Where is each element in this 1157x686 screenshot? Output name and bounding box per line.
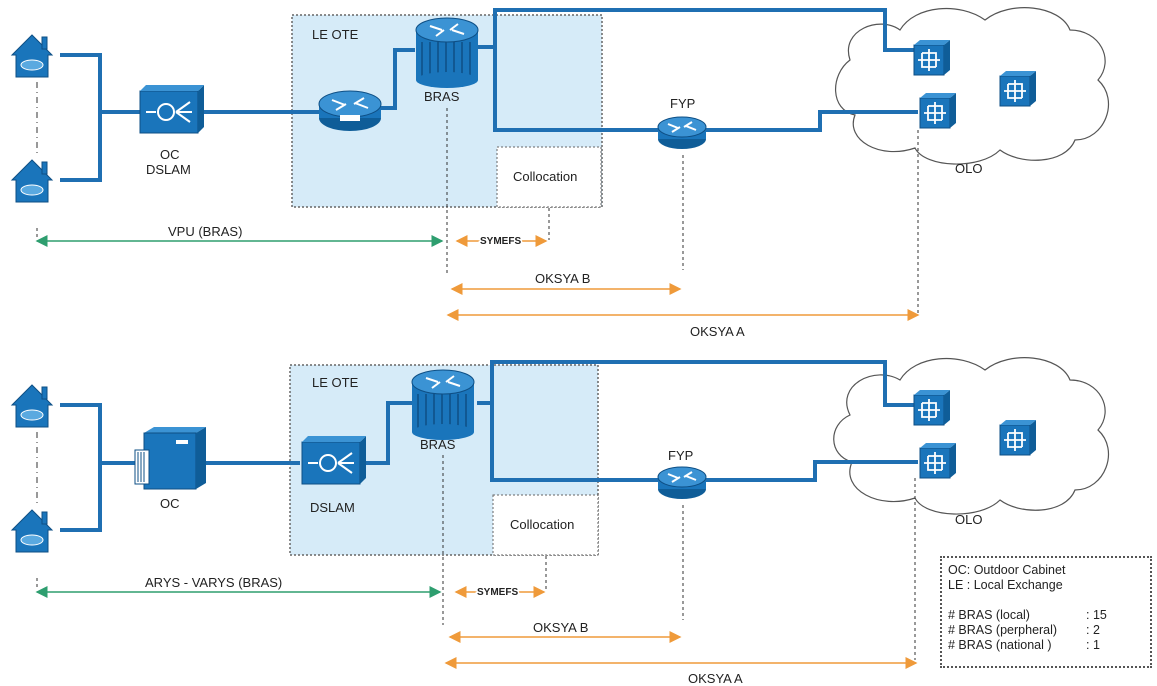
router-icon [318,90,382,131]
legend-key: # BRAS (national ) [948,638,1052,652]
fyp-label-top: FYP [670,96,695,111]
legend-value: : 15 [1086,608,1107,622]
router-icon [657,466,707,500]
fyp-label-bottom: FYP [668,448,693,463]
symefs-label-bottom: SYMEFS [477,587,518,598]
house-icon [11,509,53,553]
cabinet-icon [134,427,206,490]
house-icon [11,34,53,78]
legend-value: : 1 [1086,638,1100,652]
oksya-a-label-bottom: OKSYA A [688,671,743,686]
legend: OC: Outdoor Cabinet LE : Local Exchange … [940,556,1152,668]
le-ote-label-top: LE OTE [312,27,359,42]
legend-row: # BRAS (national ) : 1 [948,638,1144,653]
symefs-label-top: SYMEFS [480,236,521,247]
dslam-icon [139,84,205,134]
legend-row: # BRAS (perpheral) : 2 [948,623,1144,638]
switch-icon [919,92,957,129]
oksya-b-label-top: OKSYA B [535,271,590,286]
legend-oc: OC: Outdoor Cabinet [948,563,1066,577]
house-icon [11,159,53,203]
collocation-box-bottom [492,494,599,556]
cloud-icon [835,7,1109,165]
legend-le: LE : Local Exchange [948,578,1063,592]
oc-label-bottom: OC [160,496,180,511]
switch-icon [999,70,1037,107]
dslam-label-bottom: DSLAM [310,500,355,515]
collocation-label-top: Collocation [513,169,577,184]
oksya-b-label-bottom: OKSYA B [533,620,588,635]
bras-label-bottom: BRAS [420,437,456,452]
arys-label: ARYS - VARYS (BRAS) [145,575,282,590]
switch-icon [913,389,951,426]
switch-icon [919,442,957,479]
legend-key: # BRAS (perpheral) [948,623,1058,637]
dslam-icon [301,435,367,485]
legend-key: # BRAS (local) [948,608,1030,622]
switch-icon [999,419,1037,456]
bras-icon [415,17,479,88]
switch-icon [913,39,951,76]
oc-label-top: OC [160,147,180,162]
collocation-box-top [496,146,602,208]
collocation-label-bottom: Collocation [510,517,574,532]
dslam-label-top: DSLAM [146,162,191,177]
vpu-label: VPU (BRAS) [168,224,242,239]
cloud-icon [833,357,1109,515]
bras-label-top: BRAS [424,89,460,104]
house-icon [11,384,53,428]
olo-label-bottom: OLO [955,512,982,527]
oksya-a-label-top: OKSYA A [690,324,745,339]
olo-label-top: OLO [955,161,982,176]
legend-row: # BRAS (local) : 15 [948,608,1144,623]
legend-value: : 2 [1086,623,1100,637]
router-icon [657,116,707,150]
le-ote-label-bottom: LE OTE [312,375,359,390]
bras-icon [411,369,475,440]
